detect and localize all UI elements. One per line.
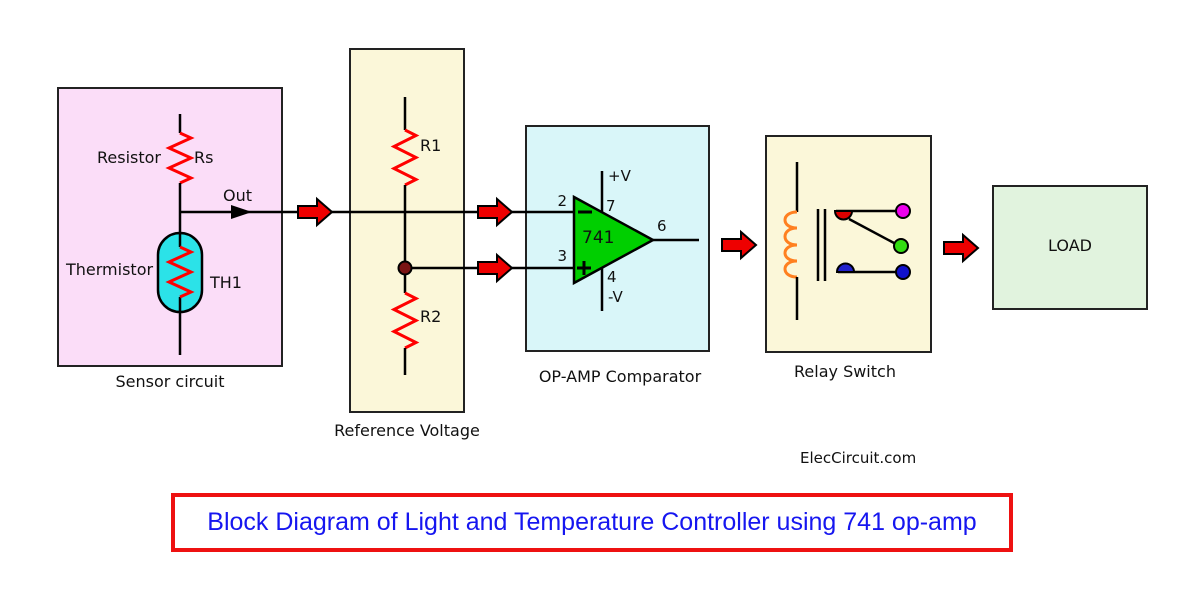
thermistor-ref-label: TH1 (210, 273, 242, 292)
flow-arrow-sensor-to-reference-icon (297, 196, 334, 228)
relay-coil (783, 210, 798, 279)
resistor-rs-zigzag (165, 131, 195, 185)
resistor-r2-zigzag (390, 291, 420, 350)
r1-label: R1 (420, 136, 442, 155)
relay-switch-caption: Relay Switch (794, 362, 896, 381)
opamp-pin2-label: 2 (557, 192, 567, 210)
flow-arrow-to-opamp-pin2-icon (477, 196, 514, 228)
title-box: Block Diagram of Light and Temperature C… (171, 493, 1013, 552)
load-label: LOAD (1048, 236, 1092, 255)
diagram-title: Block Diagram of Light and Temperature C… (207, 508, 977, 536)
opamp-chip-label: 741 (582, 228, 615, 248)
relay-terminal-common-dot (893, 238, 909, 254)
junction-dot (397, 260, 413, 276)
resistor-ref-label: Rs (194, 148, 214, 167)
vplus-label: +V (608, 167, 631, 185)
relay-terminal-no-dot (895, 203, 911, 219)
flow-arrow-relay-to-load-icon (943, 232, 980, 264)
flow-arrow-to-opamp-pin3-icon (477, 252, 514, 284)
relay-armature-wire (848, 217, 895, 245)
thermistor-label: Thermistor (66, 260, 154, 279)
opamp-pin3-label: 3 (557, 247, 567, 265)
load-block (992, 185, 1148, 310)
watermark-text: ElecCircuit.com (800, 449, 917, 467)
opamp-pin6-label: 6 (657, 217, 667, 235)
sensor-circuit-block (57, 87, 283, 367)
r2-label: R2 (420, 307, 442, 326)
noninverting-plus-icon (577, 261, 591, 275)
vminus-label: -V (608, 288, 623, 306)
resistor-r1-zigzag (390, 128, 420, 187)
opamp-comparator-caption: OP-AMP Comparator (538, 367, 702, 386)
out-label: Out (223, 186, 253, 205)
flow-arrow-opamp-to-relay-icon (721, 229, 758, 261)
opamp-pin4-label: 4 (607, 268, 617, 286)
relay-core-bars (816, 209, 827, 281)
sensor-circuit-caption: Sensor circuit (115, 372, 225, 391)
relay-top-contact (833, 210, 854, 221)
opamp-triangle (572, 194, 656, 286)
reference-voltage-caption: Reference Voltage (334, 421, 480, 440)
thermistor-zigzag (165, 245, 195, 299)
reference-voltage-block (349, 48, 465, 413)
resistor-label: Resistor (97, 148, 161, 167)
opamp-pin7-label: 7 (606, 197, 616, 215)
out-wire-arrowhead-icon (231, 205, 252, 219)
relay-terminal-nc-dot (895, 264, 911, 280)
relay-bottom-contact (835, 262, 856, 273)
